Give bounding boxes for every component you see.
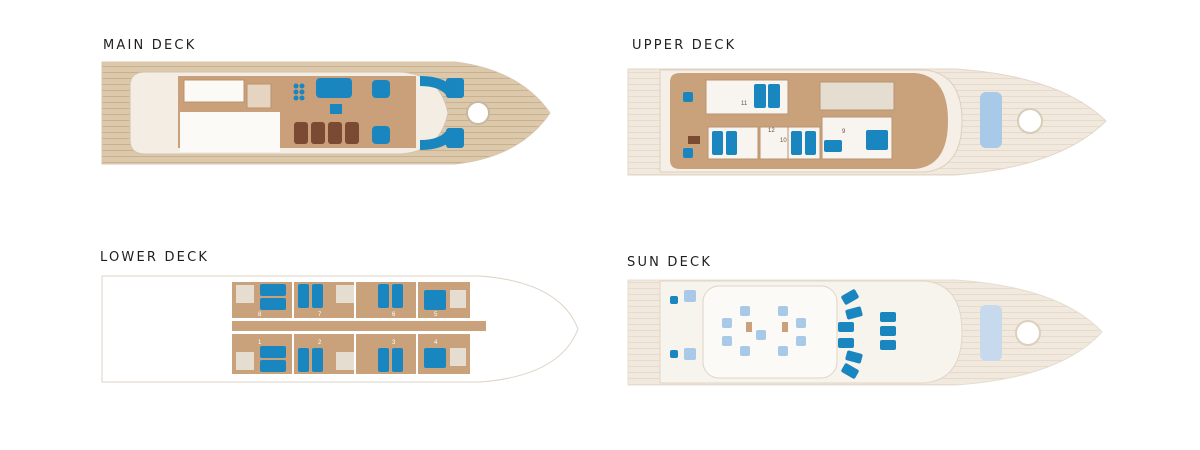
lounge-table	[330, 104, 342, 114]
sun-lounge-chairs	[722, 306, 806, 356]
main-aft-deck	[180, 112, 280, 152]
sun-aft-chairs	[670, 290, 696, 360]
upper-beds	[712, 84, 888, 155]
lower-cabins-bottom	[232, 334, 470, 374]
lower-cabin-numbers: 8 7 6 5 1 2 3 4	[258, 312, 438, 346]
bar-stools	[293, 83, 305, 101]
upper-deck-plan: 11 12 10 9	[627, 68, 1107, 176]
sun-deck-title: SUN DECK	[627, 255, 713, 270]
anchor-winch	[466, 101, 490, 125]
cabin-number: 9	[842, 129, 846, 135]
sun-bow-bench	[980, 305, 1002, 361]
cabin-12	[759, 126, 789, 160]
lounge-armchair	[372, 80, 390, 98]
main-galley	[183, 79, 245, 103]
main-deck-plan	[101, 61, 551, 165]
svg-text:2: 2	[318, 340, 322, 346]
svg-text:7: 7	[318, 312, 322, 318]
sun-loungers	[838, 289, 896, 379]
sun-table	[746, 322, 752, 332]
svg-text:6: 6	[392, 312, 396, 318]
svg-text:4: 4	[434, 340, 438, 346]
svg-text:8: 8	[258, 312, 262, 318]
lounge-sofa	[316, 78, 352, 98]
lower-deck-title: LOWER DECK	[100, 250, 210, 265]
sun-canopy	[702, 285, 838, 379]
bow-bench	[446, 128, 464, 148]
bow-bench	[446, 78, 464, 98]
upper-bathroom	[819, 81, 895, 111]
dining-table	[294, 122, 359, 144]
lower-cabins-top	[232, 282, 470, 318]
sun-table	[782, 322, 788, 332]
cabin-number: 10	[780, 138, 787, 144]
svg-text:1: 1	[258, 340, 262, 346]
lounge-armchair	[372, 126, 390, 144]
upper-bow-hatch	[1017, 108, 1043, 134]
svg-text:5: 5	[434, 312, 438, 318]
main-stairs	[246, 83, 272, 109]
lower-corridor	[232, 321, 486, 331]
cabin-number: 12	[768, 128, 775, 134]
cabin-number: 11	[741, 101, 748, 107]
upper-bow-bench	[980, 92, 1002, 148]
svg-text:3: 3	[392, 340, 396, 346]
sun-deck-plan	[627, 279, 1103, 386]
lower-deck-plan: 8 7 6 5 1 2 3 4	[101, 275, 579, 383]
upper-aft-chairs	[683, 92, 700, 158]
sun-bow-hatch	[1015, 320, 1041, 346]
main-deck-title: MAIN DECK	[103, 38, 197, 53]
upper-deck-title: UPPER DECK	[632, 38, 737, 53]
